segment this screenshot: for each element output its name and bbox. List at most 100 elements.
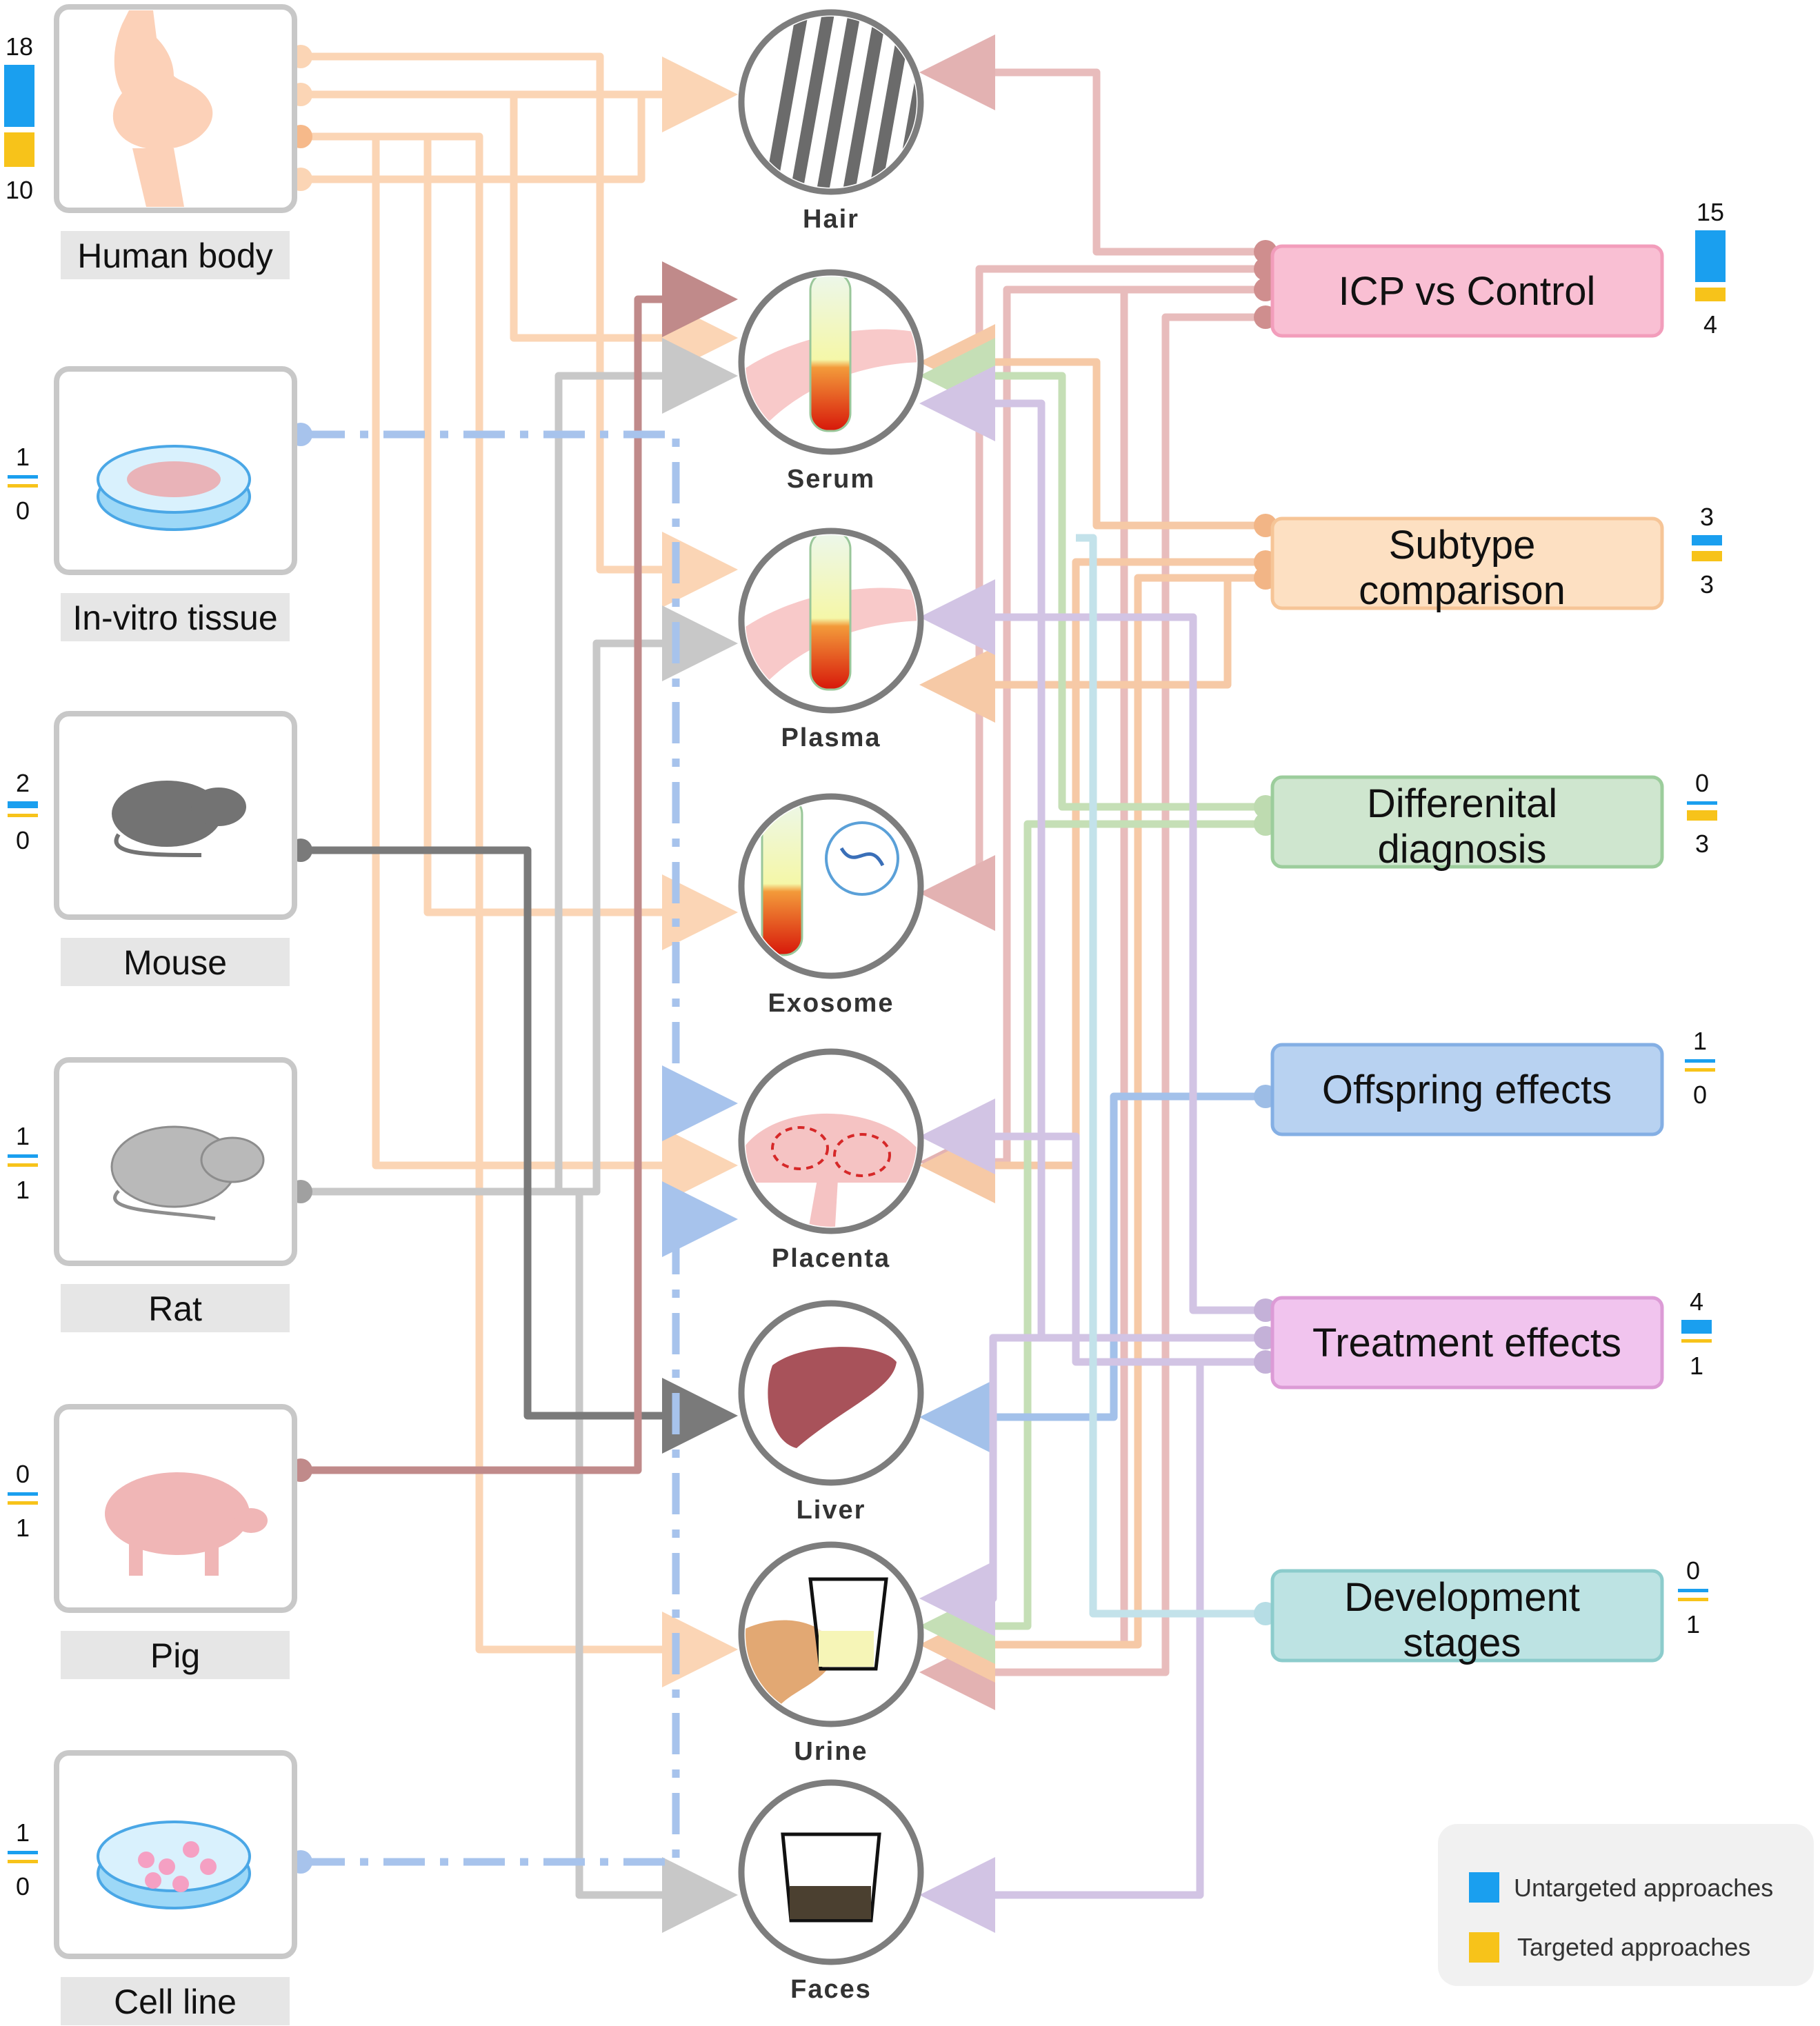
specimen-label: Placenta	[772, 1244, 890, 1273]
links-subtype-comparison	[919, 324, 1269, 1683]
study-box	[1270, 1296, 1664, 1390]
untargeted-bar	[4, 65, 34, 127]
targeted-count: 1	[16, 1514, 30, 1542]
blood-tube-icon	[809, 277, 852, 432]
legend-untargeted-swatch	[1469, 1872, 1499, 1903]
targeted-bar	[1685, 1068, 1715, 1072]
source-label-bg	[61, 1977, 290, 2025]
source-count-invitro: 10	[8, 443, 38, 525]
source-label: Human body	[77, 237, 273, 275]
study-label: ICP vs Control	[1339, 269, 1596, 314]
legend-targeted-label: Targeted approaches	[1517, 1933, 1750, 1961]
untargeted-bar	[1681, 1320, 1712, 1334]
untargeted-bar	[8, 475, 38, 479]
blood-tube-icon	[809, 535, 852, 691]
study-box	[1270, 1569, 1664, 1663]
targeted-count: 0	[16, 1872, 30, 1900]
untargeted-count: 2	[16, 769, 30, 797]
source-label-bg	[61, 593, 290, 641]
study-icp: ICP vs Control 15 4	[1254, 198, 1726, 339]
study-box	[1270, 1043, 1664, 1136]
untargeted-count: 0	[1686, 1556, 1700, 1585]
targeted-count: 4	[1703, 310, 1717, 339]
source-label-bg	[61, 1284, 290, 1332]
untargeted-count: 0	[16, 1460, 30, 1488]
untargeted-count: 0	[1695, 769, 1709, 797]
study-box	[1270, 516, 1664, 610]
legend-untargeted-label: Untargeted approaches	[1514, 1874, 1773, 1902]
source-count-cell: 10	[8, 1818, 38, 1900]
links-human-body	[303, 52, 738, 1687]
targeted-count: 1	[1690, 1352, 1703, 1380]
source-label-bg	[61, 938, 290, 986]
specimen-urine: Urine	[738, 1541, 924, 1766]
study-count-diff: 03	[1687, 769, 1717, 858]
targeted-count: 1	[16, 1176, 30, 1204]
study-count-treatment: 41	[1681, 1287, 1712, 1380]
untargeted-bar	[8, 1851, 38, 1854]
study-label-line: Development	[1344, 1575, 1580, 1620]
hair-strands-icon	[841, 17, 888, 188]
untargeted-bar	[1692, 535, 1722, 545]
targeted-bar	[1681, 1339, 1712, 1343]
targeted-count: 0	[1693, 1081, 1707, 1109]
links-treatment-effects	[919, 365, 1269, 1933]
study-label-line: diagnosis	[1377, 827, 1546, 872]
untargeted-bar	[8, 1492, 38, 1496]
untargeted-bar	[8, 1154, 38, 1158]
untargeted-bar	[8, 801, 38, 808]
source-label-bg	[61, 231, 290, 279]
source-count-rat: 11	[8, 1122, 38, 1204]
exosome-icon	[825, 821, 899, 896]
specimen-label: Plasma	[781, 723, 881, 752]
specimen-label: Serum	[787, 465, 875, 494]
study-label-line: Differenital	[1367, 781, 1557, 826]
targeted-count: 0	[16, 497, 30, 525]
targeted-count: 0	[16, 826, 30, 854]
targeted-bar	[8, 814, 38, 817]
study-box	[1270, 775, 1664, 869]
untargeted-bar	[1685, 1059, 1715, 1063]
specimen-label: Hair	[803, 205, 859, 234]
blood-vessel-icon	[746, 588, 917, 703]
targeted-bar	[1687, 810, 1717, 821]
untargeted-bar	[1687, 801, 1717, 805]
targeted-bar	[1695, 288, 1726, 301]
source-label: Cell line	[114, 1983, 237, 2021]
study-count-subtype: 33	[1692, 503, 1722, 599]
untargeted-count: 1	[16, 1122, 30, 1150]
untargeted-count: 4	[1690, 1287, 1703, 1316]
targeted-count: 3	[1695, 830, 1709, 858]
blood-tube-icon	[761, 801, 803, 956]
untargeted-count: 1	[1693, 1027, 1707, 1055]
specimen-serum: Serum	[738, 269, 924, 494]
targeted-bar	[4, 132, 34, 167]
links-in-vitro-and-cell-line	[303, 430, 738, 1866]
specimen-label: Liver	[797, 1496, 866, 1525]
targeted-bar	[1678, 1598, 1708, 1601]
legend-targeted-swatch	[1469, 1932, 1499, 1963]
study-count-icp: 15 4	[1695, 198, 1726, 339]
specimen-placenta: Placenta	[738, 1048, 924, 1273]
source-count-pig: 01	[8, 1460, 38, 1542]
specimen-label: Exosome	[768, 989, 894, 1018]
study-count-offspring: 10	[1685, 1027, 1715, 1109]
study-label-line: Subtype	[1389, 523, 1536, 568]
specimen-plasma: Plasma	[738, 528, 924, 752]
specimen-label: Urine	[794, 1737, 868, 1766]
study-label: Offspring effects	[1322, 1067, 1612, 1112]
targeted-count: 10	[6, 176, 33, 204]
liver-icon	[768, 1347, 897, 1448]
source-label: Rat	[148, 1290, 202, 1328]
untargeted-count: 15	[1697, 198, 1724, 226]
untargeted-count: 18	[6, 32, 33, 61]
